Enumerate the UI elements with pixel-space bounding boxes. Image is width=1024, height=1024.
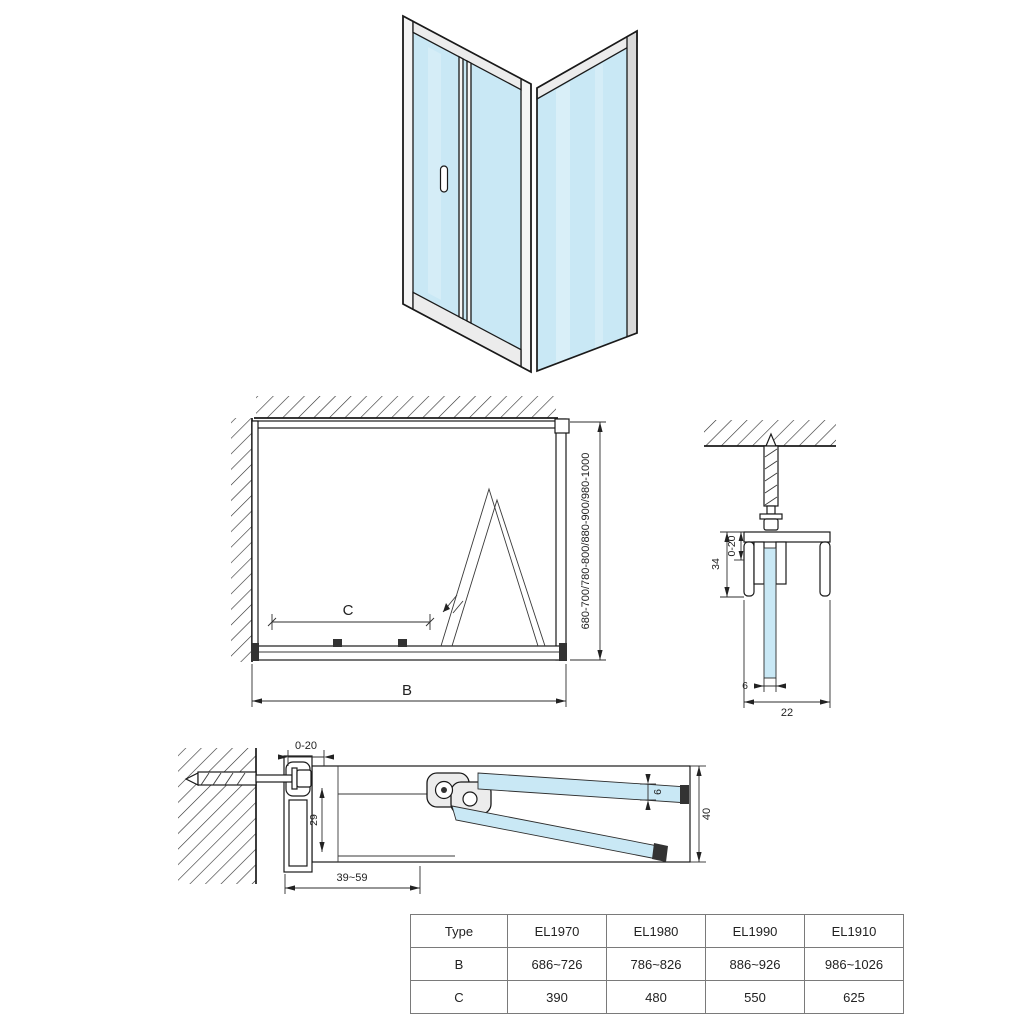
top-profile xyxy=(251,420,567,429)
column-header-type: Type xyxy=(410,914,508,948)
floor-plan-detail: 0-20 29 39~59 6 xyxy=(178,740,713,894)
panel-end-profile xyxy=(652,843,668,862)
glass-highlight xyxy=(595,63,603,350)
glass-highlight xyxy=(556,82,570,364)
table-cell: 390 xyxy=(507,980,607,1014)
bottom-rail xyxy=(251,639,567,661)
table-cell: 886~926 xyxy=(705,947,805,981)
door-left-stile xyxy=(402,14,414,311)
wall-hatch-top xyxy=(256,396,556,418)
fixing-screw xyxy=(759,432,783,531)
right-wall-profile xyxy=(555,418,567,661)
panel-end-profile xyxy=(680,785,689,804)
table-header-row: Type EL1970 EL1980 EL1990 EL1910 xyxy=(410,914,904,948)
door-guide-block xyxy=(398,639,407,647)
size-table: Type EL1970 EL1980 EL1990 EL1910 B 686~7… xyxy=(410,914,904,1014)
wall-profile-extrusion xyxy=(743,531,831,597)
corner-bracket xyxy=(554,418,570,434)
glass-panel-section xyxy=(763,547,777,679)
side-panel-glass xyxy=(537,47,627,371)
folding-door-lines xyxy=(440,487,546,647)
door-right-stile xyxy=(520,77,532,374)
dimension-total-width: B xyxy=(251,664,567,707)
dim-label-b: B xyxy=(402,682,412,699)
column-header-model: EL1980 xyxy=(606,914,706,948)
fold-hinge-bar xyxy=(466,59,472,325)
dimension-profile-width: 22 xyxy=(743,600,831,719)
dimension-height-range: 680-700/780-800/880-900/980-1000 xyxy=(570,421,606,661)
fixing-screw xyxy=(184,767,312,790)
table-cell: 986~1026 xyxy=(804,947,904,981)
glass-highlight xyxy=(428,47,441,300)
table-row-b: B 686~726 786~826 886~926 986~1026 xyxy=(410,947,904,981)
dim-label-40: 40 xyxy=(701,808,713,820)
table-cell: 686~726 xyxy=(507,947,607,981)
wall-hatch xyxy=(178,748,256,884)
wall-profile-section: 0-20 34 6 22 xyxy=(704,420,836,719)
dimension-profile-depth: 29 xyxy=(308,788,325,852)
side-panel-wall-profile xyxy=(626,29,638,338)
dimension-profile-depth: 34 xyxy=(710,532,744,598)
dimension-glass-thickness: 6 xyxy=(742,678,786,692)
column-header-model: EL1910 xyxy=(804,914,904,948)
dim-label-6: 6 xyxy=(652,789,664,795)
dim-label-0-20: 0-20 xyxy=(295,740,317,752)
wall-hatch-left xyxy=(231,418,252,662)
left-wall-profile xyxy=(251,420,259,661)
door-outline xyxy=(402,14,532,374)
dim-label-22: 22 xyxy=(781,707,793,719)
door-guide-block xyxy=(333,639,342,647)
dim-label-39-59: 39~59 xyxy=(337,872,368,884)
table-row-c: C 390 480 550 625 xyxy=(410,980,904,1014)
dim-label-c: C xyxy=(343,602,354,619)
fold-hinge-bar xyxy=(458,55,464,320)
dimension-adjustment: 0-20 xyxy=(278,740,334,766)
dimension-glass-thickness: 6 xyxy=(640,774,664,810)
door-handle xyxy=(439,165,449,193)
row-label: C xyxy=(410,980,508,1014)
fold-hinge-bracket xyxy=(426,772,492,815)
dim-label-29: 29 xyxy=(308,814,320,826)
dimension-floor-range: 39~59 xyxy=(284,866,421,894)
dimension-rail-depth: 40 xyxy=(690,765,713,863)
side-panel-outline xyxy=(536,29,638,373)
table-cell: 480 xyxy=(606,980,706,1014)
dim-label-height: 680-700/780-800/880-900/980-1000 xyxy=(580,453,592,630)
dim-label-34: 34 xyxy=(710,558,722,570)
column-header-model: EL1990 xyxy=(705,914,805,948)
table-cell: 625 xyxy=(804,980,904,1014)
dimension-adjustment: 0-20 xyxy=(720,531,744,561)
row-label: B xyxy=(410,947,508,981)
front-elevation: C B 680-700/780-800/880-900/980-1000 xyxy=(231,396,606,707)
table-cell: 786~826 xyxy=(606,947,706,981)
dim-label-6: 6 xyxy=(742,680,748,692)
dimension-door-width: C xyxy=(267,602,435,630)
perspective-view xyxy=(402,14,638,374)
table-cell: 550 xyxy=(705,980,805,1014)
column-header-model: EL1970 xyxy=(507,914,607,948)
